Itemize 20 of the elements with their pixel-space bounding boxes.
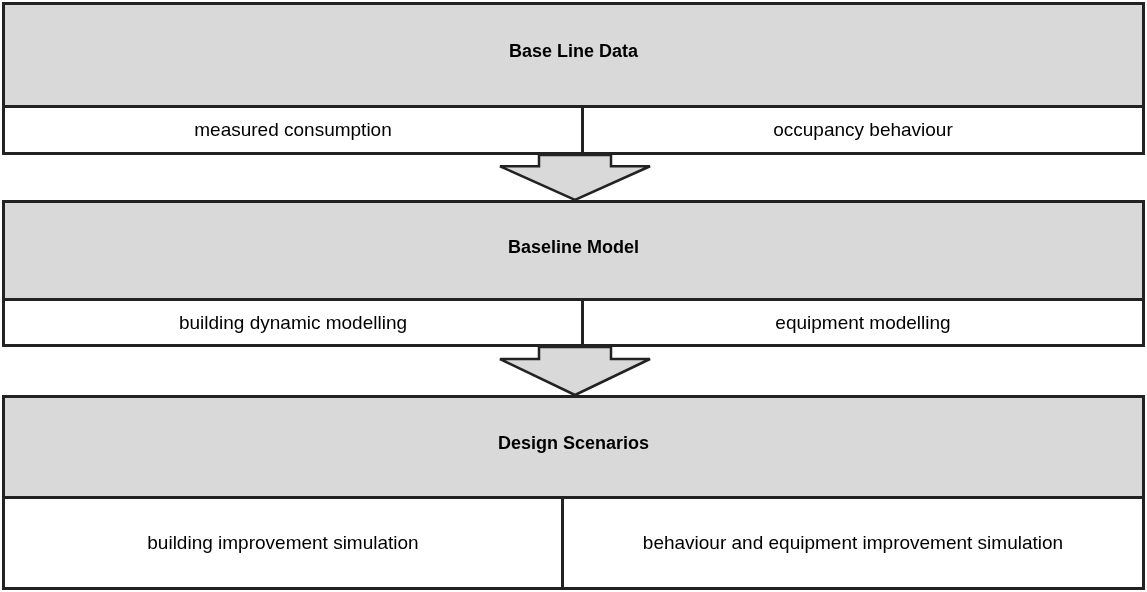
- table-cell: [581, 105, 1142, 152]
- cell-text: building dynamic modelling: [178, 311, 408, 334]
- cell-text: behaviour and equipment improvement simulation: [642, 532, 1064, 554]
- table-cell: [581, 298, 1142, 344]
- cell-text: occupancy behaviour: [773, 119, 953, 141]
- section-box: [2, 2, 1145, 155]
- section-box: [2, 395, 1145, 590]
- section-title: Base Line Data: [508, 41, 639, 62]
- block-arrow: [498, 345, 652, 397]
- cell-text: measured consumption: [194, 119, 392, 141]
- table-cell: [5, 105, 581, 152]
- cell-text: building improvement simulation: [147, 532, 419, 554]
- section-title: Design Scenarios: [497, 433, 650, 454]
- section-box: [2, 200, 1145, 347]
- table-cell: [5, 496, 561, 587]
- block-arrow: [498, 153, 652, 202]
- cell-text: equipment modelling: [775, 311, 951, 334]
- section-title: Baseline Model: [507, 236, 639, 258]
- table-cell: [561, 496, 1142, 587]
- table-cell: [5, 298, 581, 344]
